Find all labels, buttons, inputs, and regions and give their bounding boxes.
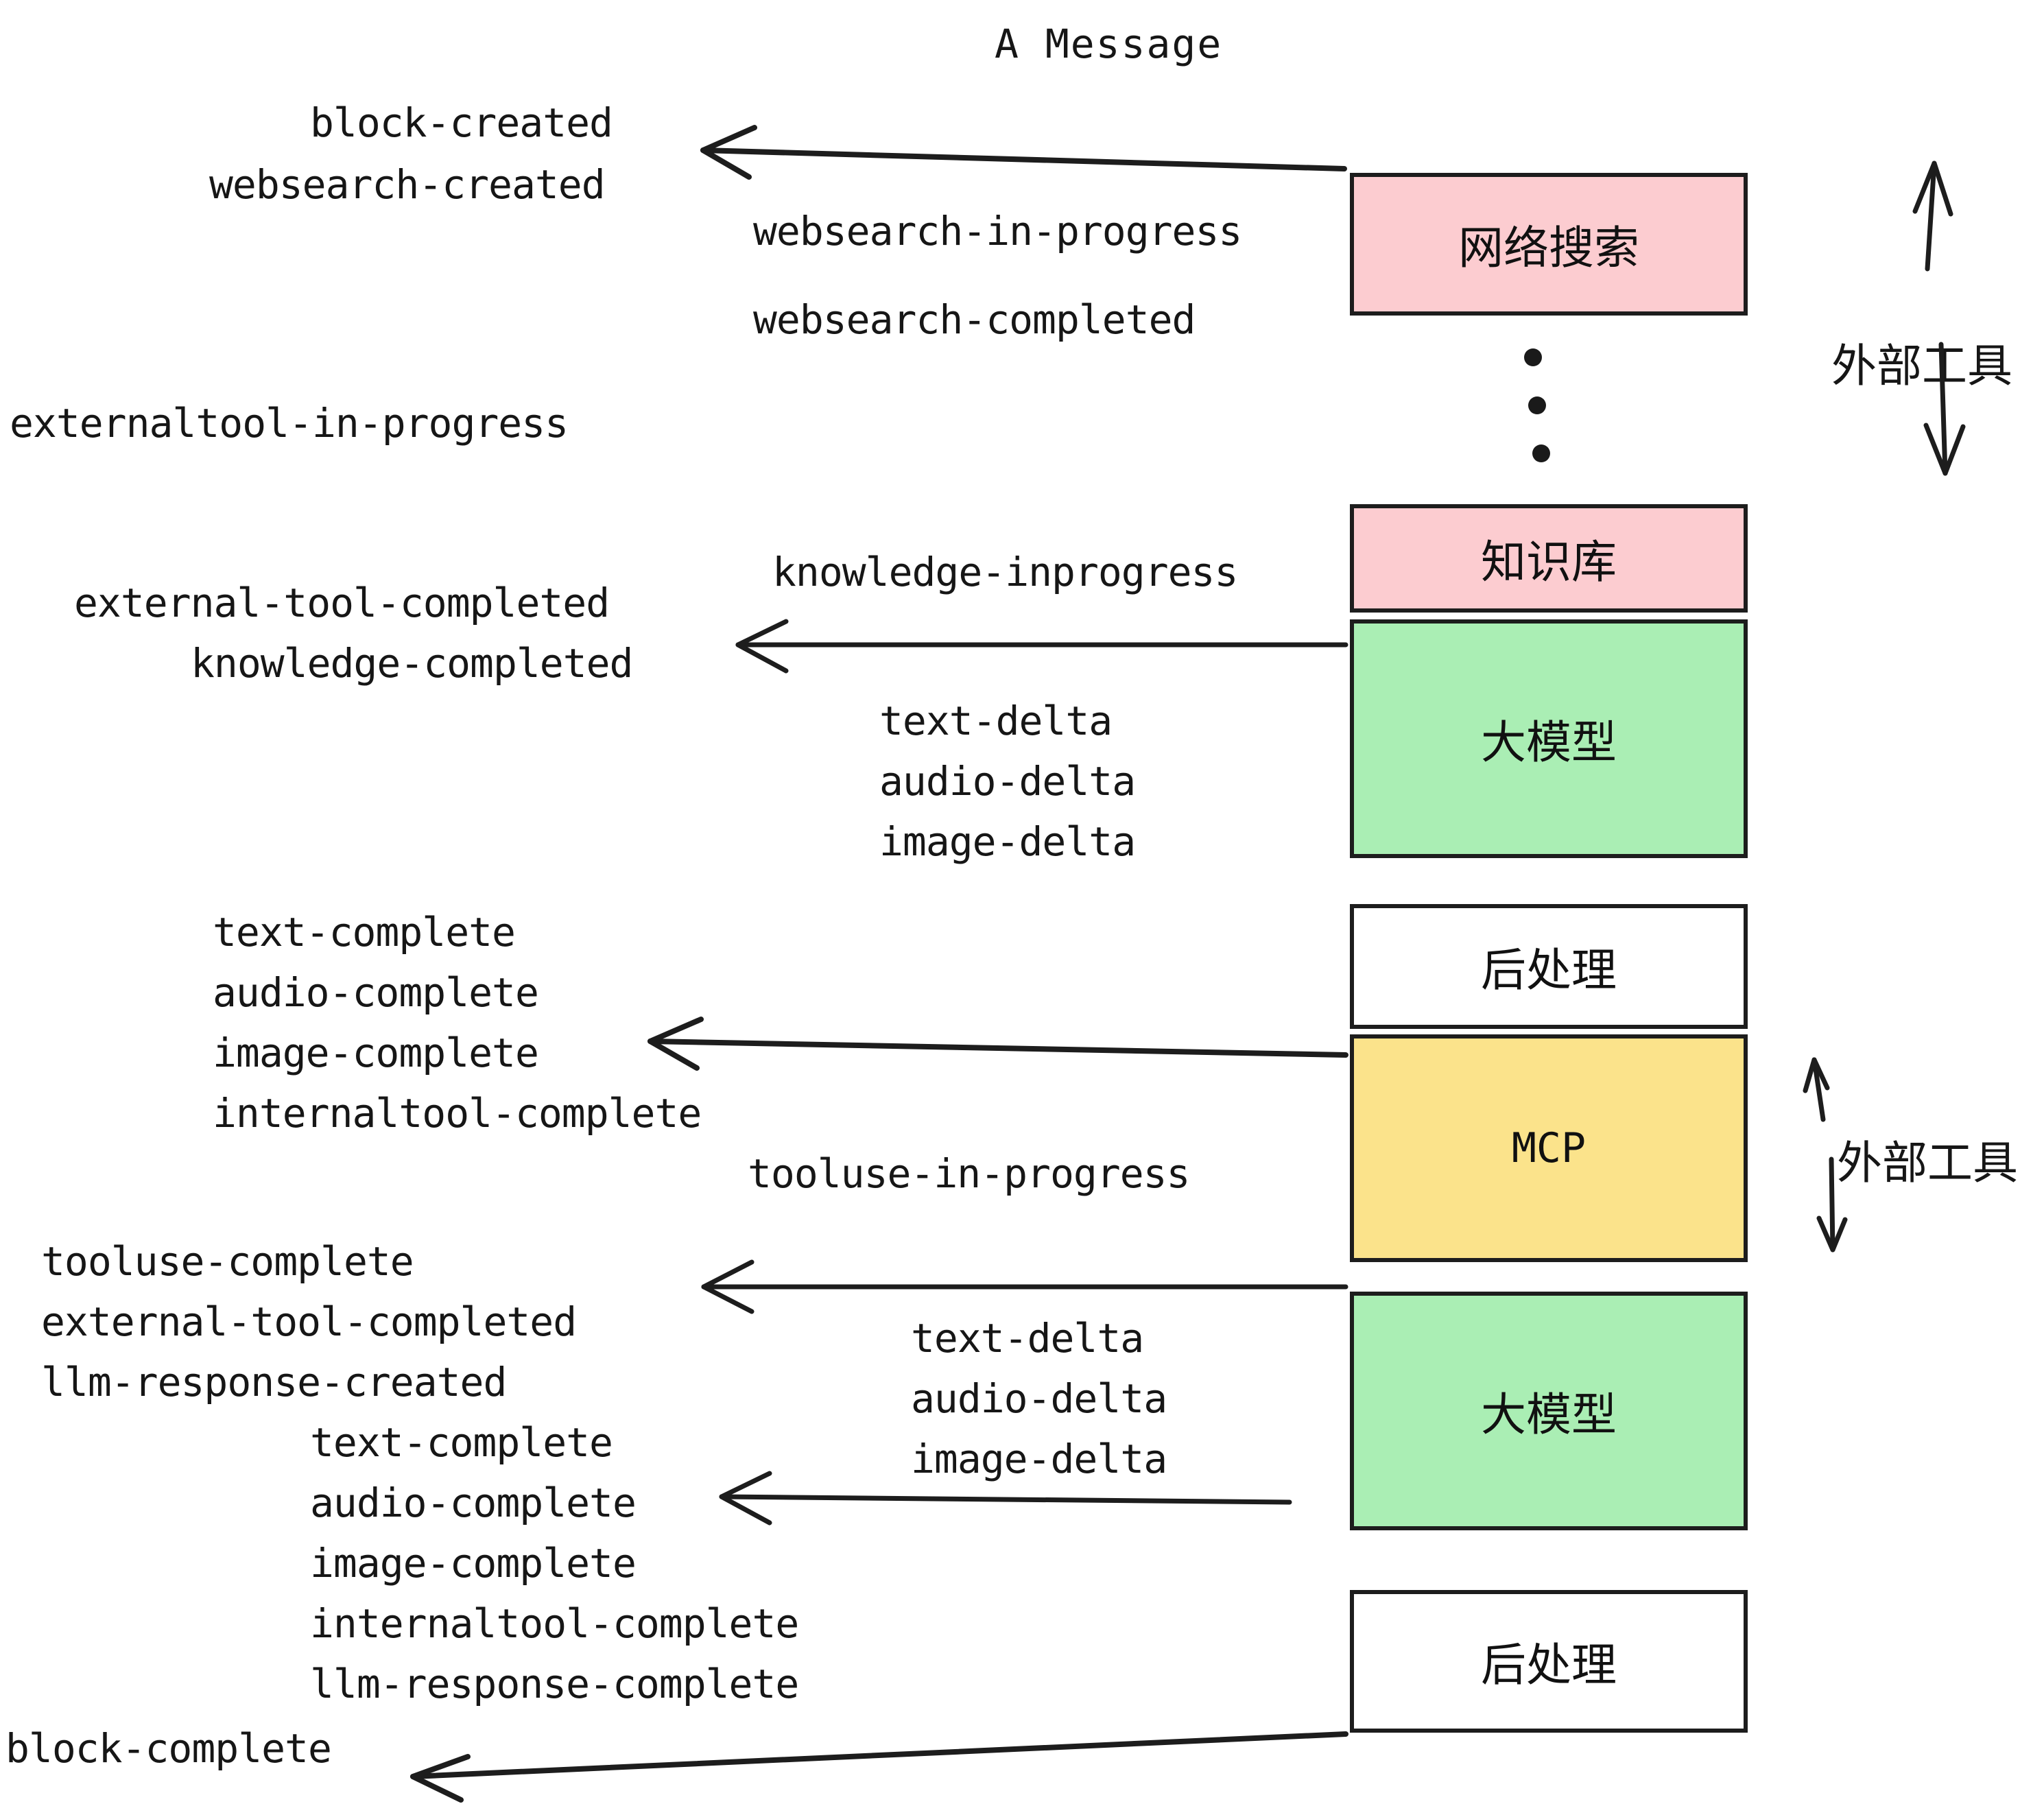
arrow-knowledge-to-knowledge-completed (735, 619, 1348, 674)
event-llm-response-complete: llm-response-complete (310, 1661, 799, 1707)
node-mcp[interactable]: MCP (1350, 1034, 1748, 1262)
event-text-delta-1: text-delta (879, 698, 1113, 744)
arrow-postprocess1-to-image-complete (647, 1017, 1348, 1071)
node-llm-1-label: 大模型 (1481, 716, 1617, 769)
event-knowledge-inprogress: knowledge-inprogress (772, 549, 1238, 595)
event-external-tool-completed-2: external-tool-completed (41, 1298, 577, 1345)
bracket-external-tool-top-up-arrow (1912, 161, 1953, 272)
annotation-external-tool-top: 外部工具 (1831, 340, 2012, 392)
node-postprocess-1[interactable]: 后处理 (1350, 904, 1748, 1029)
page-title: A Message (995, 21, 1223, 67)
node-llm-1[interactable]: 大模型 (1350, 619, 1748, 858)
event-text-delta-2: text-delta (911, 1315, 1144, 1362)
ellipsis-dot-3 (1532, 444, 1550, 462)
event-image-delta-1: image-delta (879, 818, 1136, 865)
event-websearch-completed: websearch-completed (753, 296, 1196, 343)
arrow-postprocess2-to-block-complete (410, 1731, 1348, 1803)
event-block-created: block-created (310, 99, 613, 146)
event-tooluse-in-progress: tooluse-in-progress (748, 1150, 1190, 1197)
event-websearch-created: websearch-created (209, 161, 606, 208)
node-knowledge[interactable]: 知识库 (1350, 504, 1748, 613)
event-tooluse-complete: tooluse-complete (41, 1238, 414, 1285)
arrow-mcp-to-tooluse-complete (701, 1259, 1348, 1314)
node-websearch[interactable]: 网络搜索 (1350, 173, 1748, 316)
node-postprocess-2-label: 后处理 (1481, 1639, 1617, 1692)
event-image-delta-2: image-delta (911, 1436, 1167, 1482)
event-text-complete-2: text-complete (310, 1419, 613, 1466)
event-internaltool-complete-2: internaltool-complete (310, 1600, 799, 1647)
node-knowledge-label: 知识库 (1481, 536, 1617, 589)
event-audio-complete-1: audio-complete (213, 969, 539, 1016)
node-postprocess-1-label: 后处理 (1481, 944, 1617, 997)
event-externaltool-in-progress: externaltool-in-progress (10, 400, 569, 447)
node-mcp-label: MCP (1511, 1124, 1587, 1172)
event-block-complete: block-complete (5, 1725, 332, 1772)
event-image-complete-2: image-complete (310, 1540, 637, 1587)
node-llm-2[interactable]: 大模型 (1350, 1292, 1748, 1530)
event-audio-delta-2: audio-delta (911, 1375, 1167, 1422)
node-websearch-label: 网络搜索 (1458, 222, 1639, 274)
arrow-websearch-to-block-created (700, 125, 1347, 180)
node-llm-2-label: 大模型 (1481, 1388, 1617, 1441)
event-external-tool-completed-1: external-tool-completed (74, 580, 610, 626)
event-knowledge-completed: knowledge-completed (191, 640, 633, 687)
bracket-external-tool-bottom-up-arrow (1803, 1057, 1830, 1122)
event-internaltool-complete-1: internaltool-complete (213, 1090, 702, 1137)
ellipsis-dot-1 (1524, 348, 1542, 366)
event-image-complete-1: image-complete (213, 1030, 539, 1076)
event-text-complete-1: text-complete (213, 909, 516, 956)
event-llm-response-created: llm-response-created (41, 1359, 507, 1405)
ellipsis-dot-2 (1528, 396, 1546, 414)
node-postprocess-2[interactable]: 后处理 (1350, 1590, 1748, 1733)
event-audio-complete-2: audio-complete (310, 1480, 637, 1526)
event-audio-delta-1: audio-delta (879, 758, 1136, 805)
event-websearch-in-progress: websearch-in-progress (753, 208, 1242, 254)
annotation-external-tool-bottom: 外部工具 (1837, 1137, 2018, 1189)
